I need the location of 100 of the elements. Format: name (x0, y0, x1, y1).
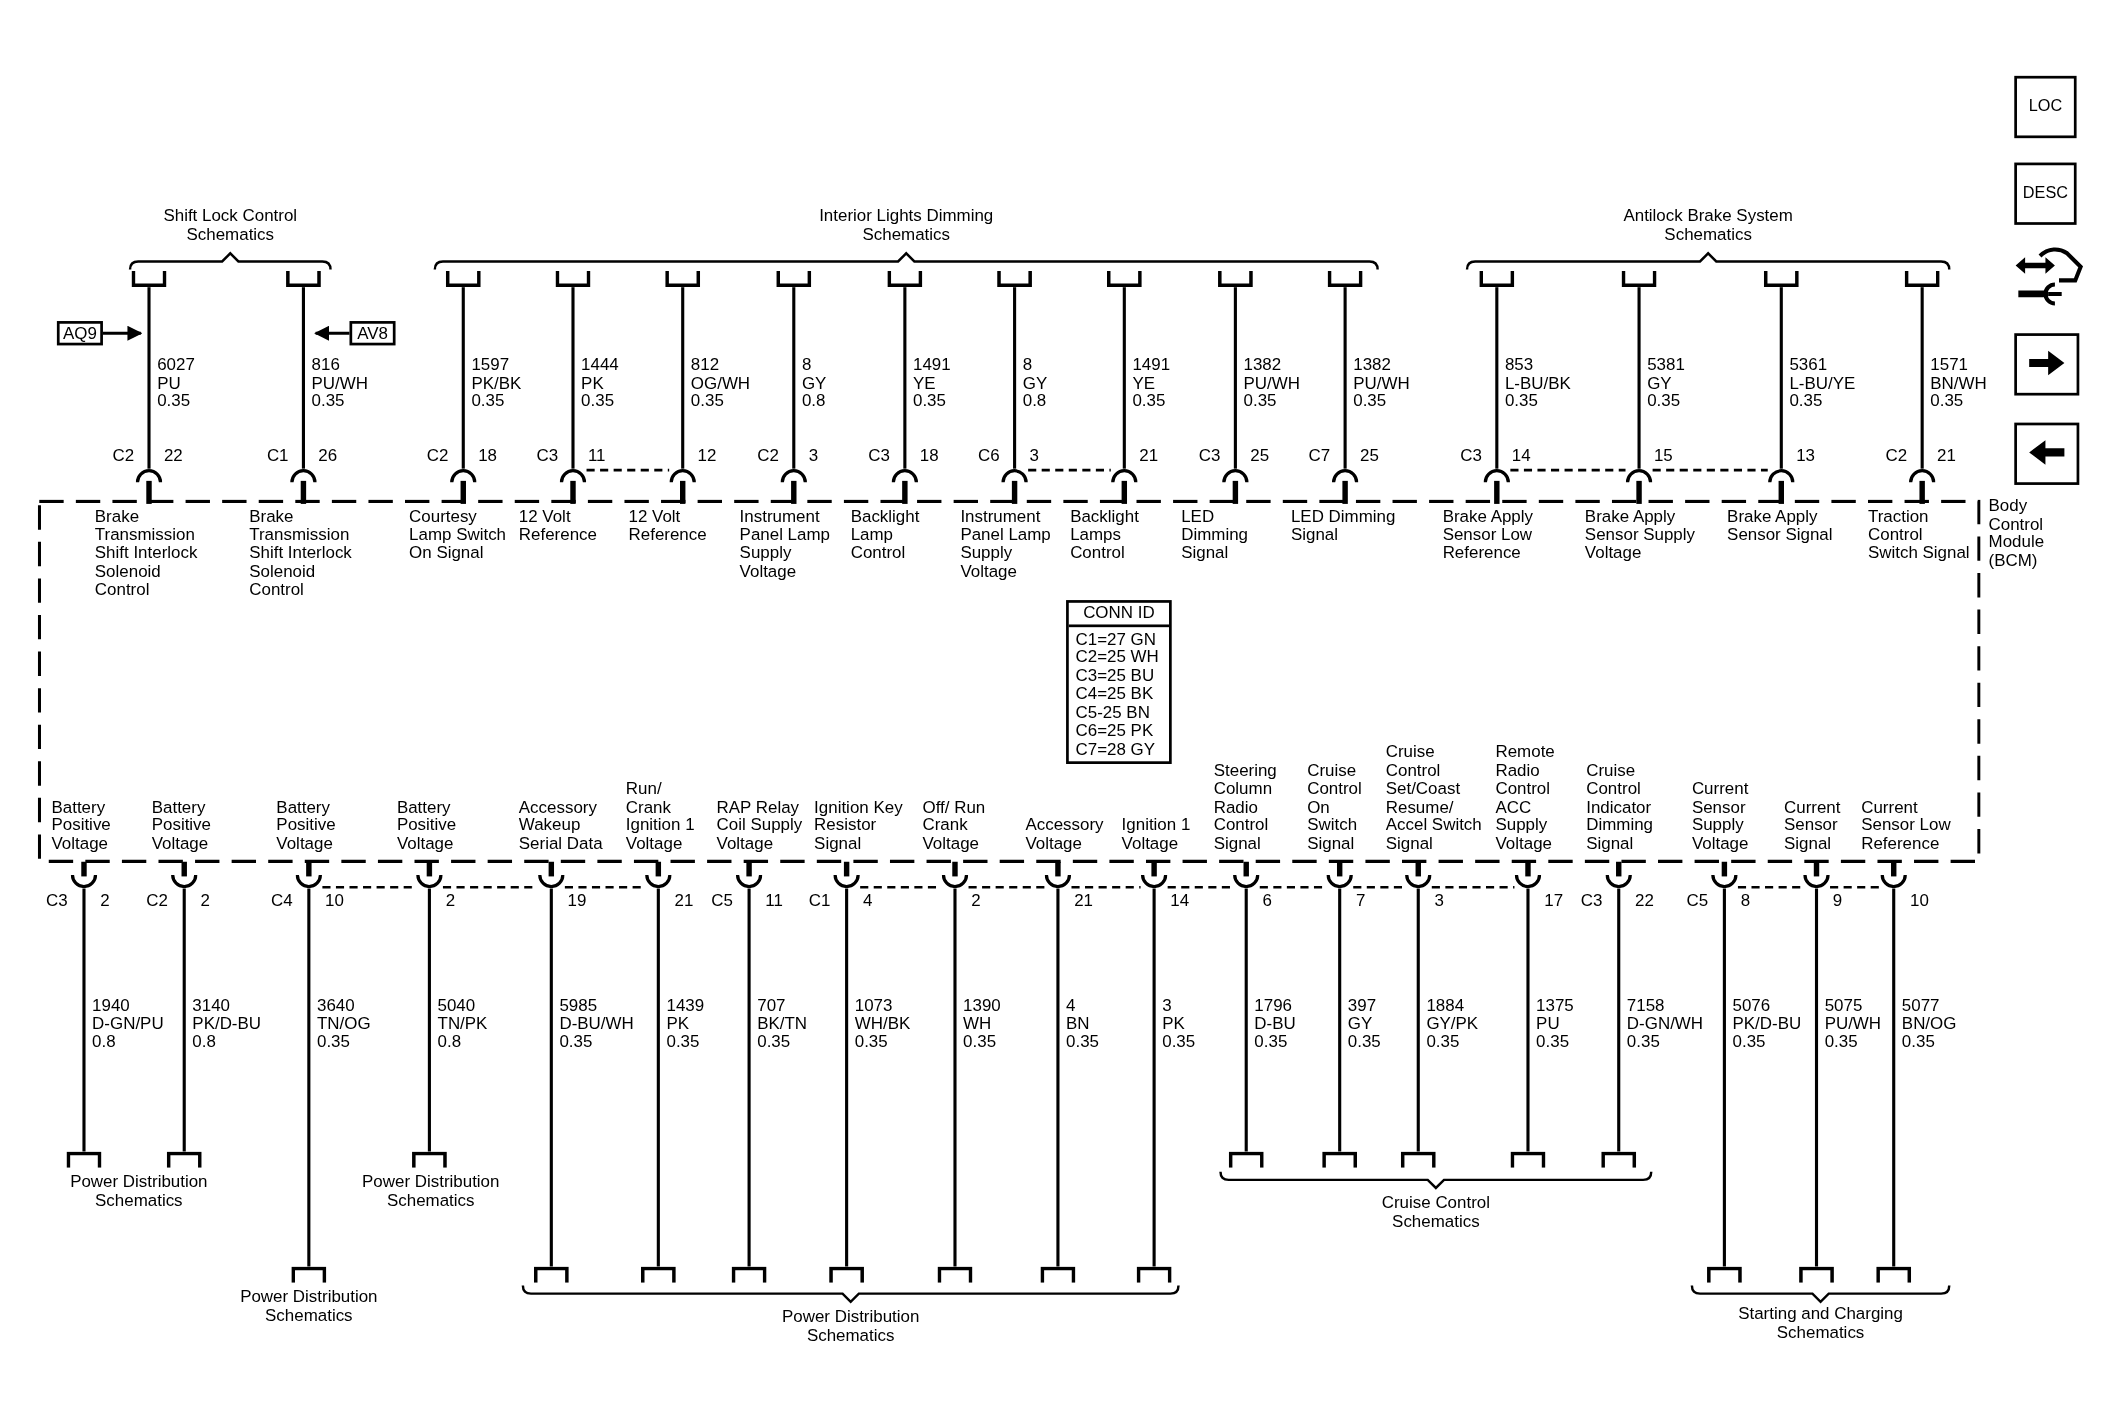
reference-box: AV8 (349, 321, 396, 346)
wire-label: 812 OG/WH 0.35 (690, 356, 751, 412)
table-row-text: C1=27 GN (1074, 628, 1157, 649)
table-row-text: C2=25 WH (1074, 648, 1160, 668)
wire (1637, 287, 1641, 469)
dashed-line (1830, 885, 1881, 889)
terminal-symbol (997, 270, 1033, 288)
pin-number: 18 (478, 447, 497, 466)
pin-number: 22 (163, 447, 183, 466)
table-header: CONN ID (1068, 602, 1169, 627)
terminal-symbol (291, 1266, 327, 1283)
pin-function: Current Sensor Supply Voltage (1691, 780, 1750, 854)
pin-function: Battery Positive Voltage (51, 798, 112, 854)
terminal-symbol (1876, 1266, 1912, 1283)
terminal-symbol (776, 270, 812, 288)
wire (1416, 888, 1420, 1152)
wire-label: 3640 TN/OG 0.35 (316, 997, 371, 1052)
terminal-symbol (1327, 270, 1363, 288)
terminal-symbol (285, 270, 322, 288)
wire-label: 5381 GY 0.35 (1647, 356, 1685, 412)
wire (1617, 888, 1621, 1152)
wire (1122, 287, 1126, 469)
connector-id: C2 (112, 447, 135, 466)
wire-label: 7158 D-GN/WH 0.35 (1626, 997, 1704, 1052)
terminal-symbol (640, 1266, 676, 1283)
pin-function: Remote Radio Control ACC Supply Voltage (1495, 743, 1556, 854)
pin-number: 10 (1909, 892, 1929, 911)
pin-function: Brake Transmission Shift Interlock Solenoid Control (94, 507, 199, 600)
wire-label: 1375 PU 0.35 (1536, 997, 1574, 1052)
pin-function: Cruise Control On Switch Signal (1307, 761, 1363, 854)
pin-number: 25 (1360, 447, 1379, 466)
pin-function: Battery Positive Voltage (151, 798, 212, 854)
terminal-symbol (665, 270, 701, 288)
terminal-symbol (1601, 1151, 1637, 1168)
nav-button (2014, 422, 2080, 485)
pin-number: 3 (1434, 892, 1444, 911)
wire (1056, 888, 1060, 1267)
dashed-line (1028, 468, 1111, 472)
wire (1233, 287, 1237, 469)
wire (1814, 888, 1819, 1267)
pin-number: 21 (1074, 892, 1094, 911)
wire (747, 888, 751, 1267)
pin-number: 11 (765, 892, 783, 911)
wire (792, 287, 796, 469)
pin-function: Steering Column Radio Control Signal (1213, 761, 1278, 854)
terminal-symbol (1040, 1266, 1076, 1283)
connector-id: C5 (711, 892, 733, 911)
terminal-symbol (166, 1151, 202, 1168)
pin-function: Instrument Panel Lamp Supply Voltage (739, 507, 831, 582)
connector-id: C2 (1885, 447, 1908, 466)
wire (1779, 287, 1783, 469)
dashed-line (1167, 885, 1233, 889)
nav-button: LOC (2014, 75, 2077, 139)
wire (147, 287, 151, 469)
pin-function: Backlight Lamp Control (850, 507, 921, 563)
wire-label: 1796 D-BU 0.35 (1254, 997, 1296, 1052)
pin-number: 19 (567, 892, 587, 911)
pin-number: 14 (1511, 447, 1531, 466)
pin-function: Backlight Lamps Control (1070, 507, 1140, 563)
pin-function: Brake Apply Sensor Signal (1727, 507, 1834, 545)
wire (1495, 287, 1499, 469)
wire-label: 707 BK/TN 0.35 (757, 997, 808, 1052)
wire (1722, 888, 1726, 1267)
wire-label: 5075 PU/WH 0.35 (1824, 997, 1882, 1052)
wire-label: 1491 YE 0.35 (1132, 356, 1171, 412)
schematic-title: Shift Lock Control Schematics (162, 207, 299, 244)
pin-number: 7 (1355, 892, 1366, 911)
wire-label: 6027 PU 0.35 (157, 356, 195, 412)
dashed-line (1737, 885, 1803, 889)
pin-function: Brake Apply Sensor Supply Voltage (1584, 507, 1696, 563)
wire-label: 5361 L-BU/YE 0.35 (1789, 356, 1856, 412)
pin-number: 17 (1544, 892, 1564, 911)
wire-label: 8 GY 0.8 (801, 356, 827, 412)
table-row-text: C5-25 BN (1074, 703, 1151, 722)
pin-number: 2 (445, 892, 456, 911)
pin-number: 26 (318, 447, 338, 466)
connector-id: C3 (1460, 447, 1482, 466)
wire (1013, 287, 1017, 469)
wire (1244, 888, 1248, 1152)
wire (845, 888, 849, 1267)
pin-function: Ignition 1 Voltage (1121, 816, 1192, 854)
connector-id: C3 (1198, 447, 1221, 466)
wire (307, 888, 311, 1267)
wire (1920, 287, 1924, 469)
pin-function: Instrument Panel Lamp Supply Voltage (960, 507, 1052, 582)
pin-function: Accessory Voltage (1025, 816, 1105, 854)
wire (953, 888, 957, 1267)
terminal-symbol (66, 1151, 102, 1168)
wire-label: 1073 WH/BK 0.35 (854, 997, 911, 1052)
pin-function: Ignition Key Resistor Signal (814, 798, 904, 854)
dashed-line (1431, 885, 1515, 889)
terminal-symbol (1217, 270, 1253, 288)
connector-id: C4 (270, 892, 293, 911)
pin-number: 8 (1740, 892, 1751, 911)
pin-number: 3 (808, 447, 819, 466)
connector-id: C3 (868, 447, 890, 466)
wire-label: 1439 PK 0.35 (666, 997, 705, 1052)
wire-label: 1390 WH 0.35 (963, 997, 1001, 1052)
module-title: Body Control Module (BCM) (1988, 497, 2046, 571)
reference-box: AQ9 (56, 321, 103, 346)
